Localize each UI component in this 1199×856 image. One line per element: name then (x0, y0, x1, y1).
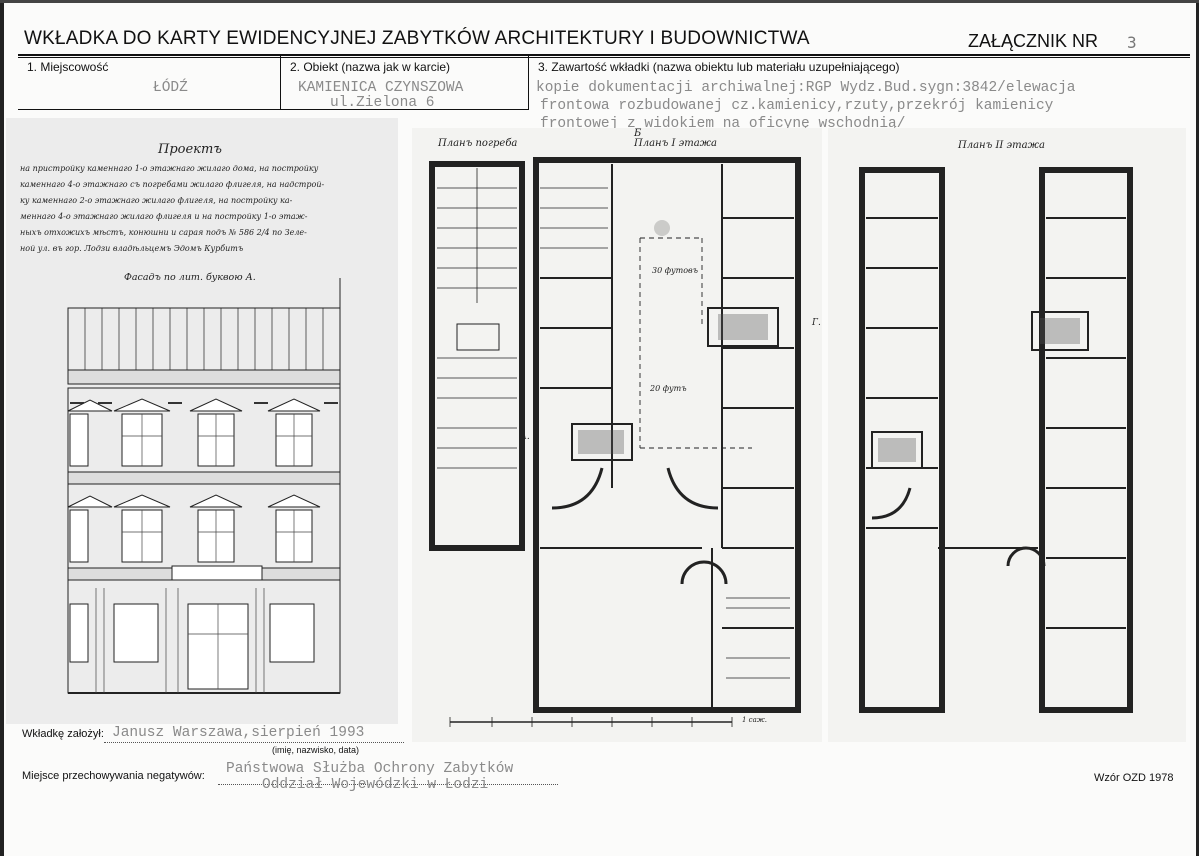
facade-elevation-drawing (67, 278, 341, 694)
project-heading: Проектъ (158, 142, 222, 157)
storage-dotline (218, 784, 558, 785)
locality-value: ŁÓDŹ (153, 80, 188, 96)
mark-g: Г. (812, 318, 821, 328)
project-text-line-1: на пристройку каменнаго 1-о этажнаго жил… (20, 164, 319, 173)
second-floor-plan-title: Планъ II этажа (958, 140, 1045, 151)
project-text-line-5: ныхъ отхожихъ мѣстъ, конюшни и сарая под… (20, 228, 307, 237)
storage-value-1: Państwowa Służba Ochrony Zabytków (226, 761, 514, 777)
object-value-address: ul.Zielona 6 (330, 95, 435, 111)
field-divider-1 (280, 56, 281, 110)
dimension-30: 30 футовъ (652, 266, 699, 275)
mark-b: Б (634, 128, 642, 139)
project-text-line-6: ной ул. въ гор. Лодзи владѣльцемъ Эдомъ … (20, 244, 244, 253)
form-title: WKŁADKA DO KARTY EWIDENCYJNEJ ZABYTKÓW A… (24, 28, 810, 49)
cellar-plan-title: Планъ погреба (438, 138, 518, 149)
project-text-line-2: каменнаго 4-о этажнаго съ погребами жила… (20, 180, 325, 189)
field-divider-2 (528, 56, 529, 110)
storage-label: Miejsce przechowywania negatywów: (22, 770, 205, 782)
created-by-dotline (104, 742, 404, 743)
object-label: 2. Obiekt (nazwa jak w karcie) (290, 60, 451, 74)
storage-value-2: Oddział Wojewódzki w Łodzi (262, 777, 489, 793)
created-by-label: Wkładkę założył: (22, 728, 104, 740)
scan-edge-right (1196, 0, 1199, 856)
created-by-value: Janusz Warszawa,sierpień 1993 (112, 725, 365, 741)
plans-drawing (429, 157, 801, 727)
locality-label: 1. Miejscowość (27, 60, 109, 74)
attachment-number: 3 (1127, 33, 1137, 52)
scan-edge-top (0, 0, 1199, 3)
attachment-label: ZAŁĄCZNIK NR (968, 31, 1099, 51)
facade-caption: Фасадъ по лит. буквою А. (124, 272, 256, 283)
project-text-line-4: меннаго 4-о этажнаго жилаго флигеля и на… (20, 212, 308, 221)
object-value-name: KAMIENICA CZYNSZOWA (298, 80, 464, 96)
first-floor-plan-title: Планъ I этажа (634, 138, 717, 149)
plans-sheet: Планъ погреба Планъ I этажа Б 30 футовъ … (412, 128, 822, 742)
facade-sheet: Проектъ на пристройку каменнаго 1-о этаж… (6, 118, 398, 724)
created-by-hint: (imię, nazwisko, data) (272, 745, 360, 755)
scan-edge-left (0, 0, 4, 856)
contents-line-2: frontowa rozbudowanej cz.kamienicy,rzuty… (540, 98, 1054, 114)
project-text-line-3: ку каменнаго 2-о этажнаго жилаго флигеля… (20, 196, 293, 205)
dimension-20: 20 футъ (650, 384, 687, 393)
contents-line-1: kopie dokumentacji archiwalnej:RGP Wydz.… (536, 80, 1076, 96)
contents-label: 3. Zawartość wkładki (nazwa obiektu lub … (538, 60, 900, 74)
fields-bottom-rule (18, 109, 528, 110)
scale-caption: 1 саж. (742, 716, 767, 724)
form-code: Wzór OZD 1978 (1094, 772, 1174, 784)
header-rule-thin (18, 57, 1190, 58)
second-floor-sheet: Планъ II этажа (828, 128, 1186, 742)
header-rule (18, 54, 1190, 56)
second-floor-plan-drawing (859, 167, 1133, 713)
